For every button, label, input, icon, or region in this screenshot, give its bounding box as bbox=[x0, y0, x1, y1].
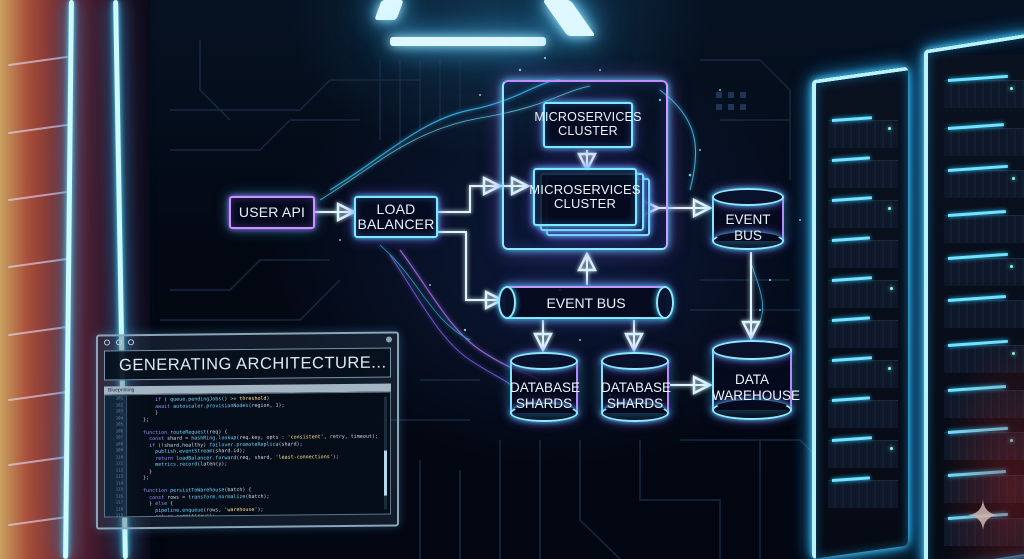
window-dot-icon[interactable] bbox=[128, 339, 134, 346]
pipe-end-left bbox=[498, 286, 516, 319]
pipe-end-right bbox=[656, 286, 674, 319]
node-data-warehouse[interactable]: DATA WAREHOUSE bbox=[712, 340, 801, 420]
node-database-shards-2[interactable]: DATABASE SHARDS bbox=[601, 352, 672, 422]
window-dot-icon[interactable] bbox=[104, 339, 110, 346]
node-load-balancer-label-1: LOAD bbox=[376, 200, 416, 217]
database-shards-1-label-1: DATABASE bbox=[510, 380, 581, 395]
scrollbar[interactable] bbox=[384, 396, 387, 510]
node-user-api-label: USER API bbox=[238, 203, 306, 220]
data-warehouse-label-2: WAREHOUSE bbox=[712, 387, 801, 403]
node-database-shards-1[interactable]: DATABASE SHARDS bbox=[510, 352, 581, 422]
line-number: 119 bbox=[115, 512, 123, 518]
node-microservices-top-label-2: CLUSTER bbox=[558, 124, 618, 138]
node-load-balancer[interactable]: LOAD BALANCER bbox=[354, 196, 438, 238]
code-panel-window: GENERATING ARCHITECTURE... Blueprinting … bbox=[96, 331, 399, 530]
node-load-balancer-label-2: BALANCER bbox=[357, 216, 435, 232]
ceiling-light-bar bbox=[390, 37, 546, 46]
sparkle-icon bbox=[968, 500, 998, 530]
node-microservices-top[interactable]: MICROSERVICES CLUSTER bbox=[534, 102, 641, 148]
close-icon[interactable] bbox=[386, 336, 392, 343]
code-lines: if ( queue.pendingJobs() >= threshold) a… bbox=[131, 395, 378, 518]
window-dot-icon[interactable] bbox=[116, 339, 122, 346]
panel-title: GENERATING ARCHITECTURE... bbox=[104, 347, 391, 381]
database-shards-1-label-2: SHARDS bbox=[515, 395, 573, 411]
data-warehouse-label-1: DATA bbox=[734, 372, 769, 387]
node-microservices-main[interactable]: MICROSERVICES CLUSTER bbox=[529, 168, 641, 226]
node-microservices-main-label-2: CLUSTER bbox=[553, 196, 617, 211]
node-event-bus-pipe[interactable]: EVENT BUS bbox=[498, 286, 674, 319]
scrollbar-thumb[interactable] bbox=[384, 450, 387, 496]
event-bus-cylinder-label-1: EVENT bbox=[725, 212, 771, 227]
database-shards-2-label-1: DATABASE bbox=[601, 380, 672, 395]
node-user-api[interactable]: USER API bbox=[229, 196, 315, 229]
window-controls bbox=[104, 339, 134, 346]
database-shards-2-label-2: SHARDS bbox=[606, 395, 664, 411]
node-microservices-main-label-1: MICROSERVICES bbox=[529, 181, 641, 197]
event-bus-pipe-label: EVENT BUS bbox=[546, 294, 626, 311]
node-event-bus-cylinder[interactable]: EVENT BUS bbox=[712, 188, 784, 250]
event-bus-cylinder-label-2: BUS bbox=[734, 227, 762, 243]
node-microservices-top-label-1: MICROSERVICES bbox=[534, 110, 642, 125]
microservices-container bbox=[502, 80, 668, 250]
